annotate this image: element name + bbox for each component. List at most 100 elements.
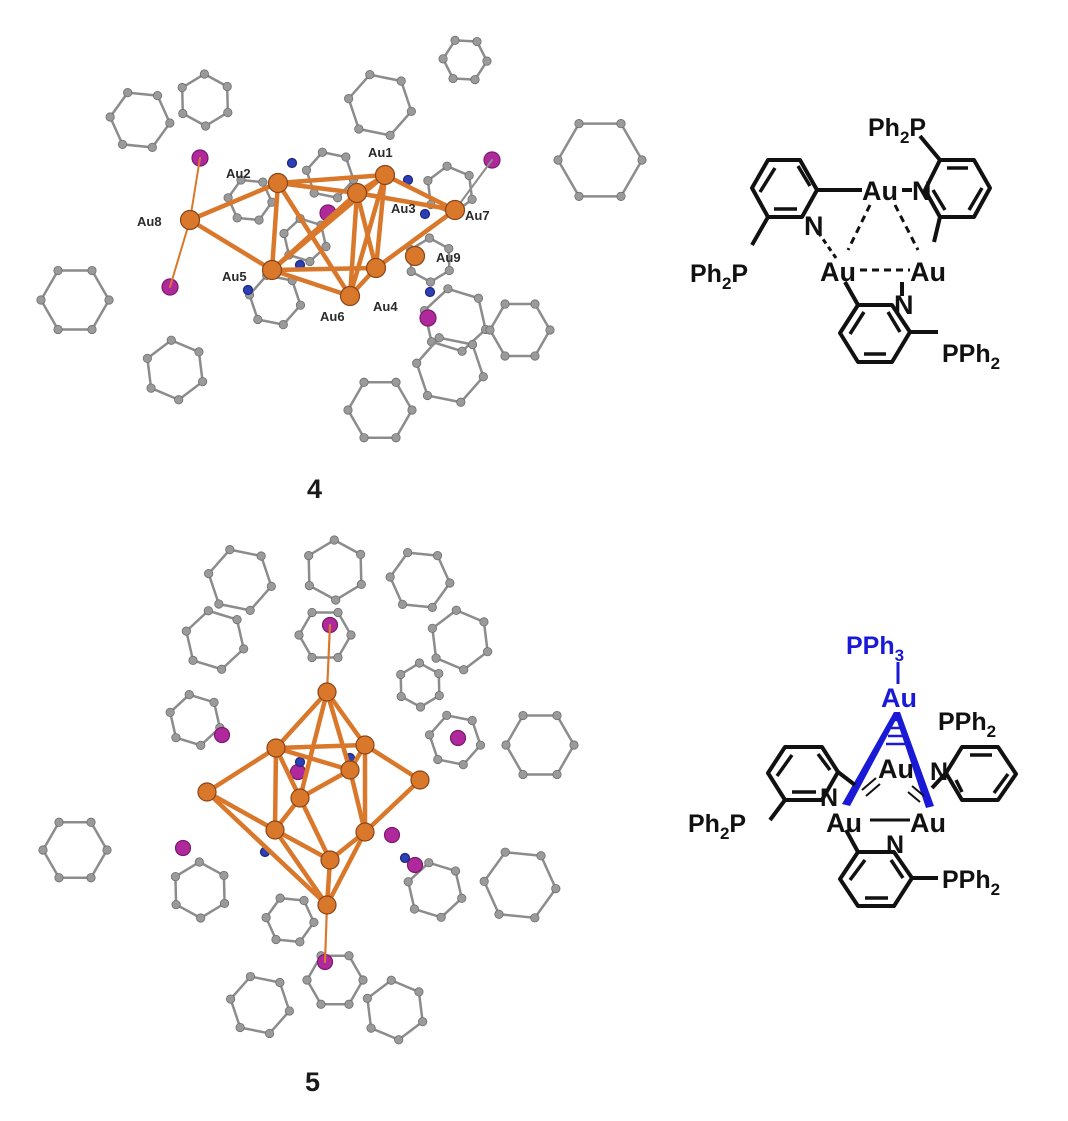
au-au-bond-12 <box>373 172 388 271</box>
au-au-bond-15 <box>347 172 388 299</box>
au-au-bond-19 <box>324 829 368 908</box>
scheme4-top-label: Ph2P <box>868 114 926 147</box>
phenyl-ring-7 <box>142 335 208 405</box>
compound-number-5: 5 <box>305 1067 321 1097</box>
gold-atom-7 <box>444 199 466 221</box>
phenyl-ring-14 <box>301 147 359 203</box>
au-au-bond-16 <box>272 827 333 863</box>
gold-atom-3 <box>346 182 368 204</box>
nitrogen-atom-4 <box>399 852 411 864</box>
phenyl-ring-12 <box>225 971 295 1039</box>
atom-label-au9: Au9 <box>436 250 461 265</box>
crystal-structure-5-svg <box>38 535 579 1045</box>
nitrogen-atom-3 <box>419 208 431 220</box>
au-au-bond-6 <box>204 745 279 795</box>
phenyl-ring-17 <box>261 893 319 947</box>
phenyl-ring-1 <box>204 545 276 615</box>
scheme5-right-bottom-label: PPh2 <box>942 866 1000 899</box>
gold-atom-4 <box>365 257 387 279</box>
nitrogen-atom-1 <box>294 756 306 768</box>
au-au-bond-3 <box>382 172 458 213</box>
phenyl-ring-3 <box>385 548 455 612</box>
au-au-bond-4 <box>275 180 360 196</box>
atom-label-au6: Au6 <box>320 309 345 324</box>
scheme5-left-label: Ph2P <box>688 810 746 843</box>
scheme-5: PPh3 Au <box>680 620 1050 910</box>
au-au-bond-2 <box>324 689 368 748</box>
au-au-bond-22 <box>297 795 333 863</box>
au-au-bond-24 <box>204 789 330 908</box>
scheme5-n-bottom: N <box>886 831 904 859</box>
scheme4-n-bottom: N <box>894 290 914 320</box>
scheme4-au-right: Au <box>910 257 946 287</box>
phenyl-ring-15 <box>479 847 561 923</box>
au-au-bond-7 <box>354 190 379 271</box>
phenyl-ring-5 <box>294 607 356 663</box>
au-au-bond-14 <box>347 767 368 835</box>
phosphorus-atom-2 <box>213 726 231 744</box>
au-au-bond-3 <box>324 689 353 773</box>
phosphorus-atom-4 <box>174 839 192 857</box>
p-au-bond-1 <box>189 157 201 221</box>
gold-atom-11 <box>290 788 310 808</box>
phenyl-ring-8 <box>38 817 112 883</box>
phenyl-ring-12 <box>343 377 417 443</box>
phenyl-ring-5 <box>553 119 647 201</box>
scheme-4: Au N N Au Au N Ph2P Ph2P PPh2 <box>680 100 1040 400</box>
scheme-4-svg: Au N N Au Au N Ph2P Ph2P PPh2 <box>690 114 1000 373</box>
scheme4-au-top: Au <box>862 176 898 206</box>
scheme5-au-right: Au <box>910 808 946 838</box>
p-au-bond-3 <box>454 159 493 211</box>
atom-label-au3: Au3 <box>391 201 416 216</box>
phenyl-ring-11 <box>170 857 230 923</box>
au-au-bond-13 <box>204 789 278 833</box>
gold-atom-9 <box>320 850 340 870</box>
au-au-bond-17 <box>272 827 330 908</box>
phenyl-ring-2 <box>304 535 366 605</box>
crystal-structure-5 <box>0 530 660 1060</box>
phenyl-ring-18 <box>396 658 444 712</box>
scheme4-right-label: PPh2 <box>942 340 1000 373</box>
gold-atom-6 <box>340 760 360 780</box>
gold-atom-10 <box>317 895 337 915</box>
au-au-bond-14 <box>187 217 275 273</box>
au-au-bond-18 <box>275 180 353 299</box>
phenyl-ring-1 <box>105 88 175 152</box>
scheme-5-svg: PPh3 Au <box>688 632 1018 908</box>
compound-number-4: 4 <box>307 474 323 504</box>
p-au-bond-1 <box>325 623 332 694</box>
phenyl-ring-7 <box>501 710 579 780</box>
p-au-bond-2 <box>169 219 191 288</box>
phenyl-ring-6 <box>427 605 493 675</box>
atom-label-au5: Au5 <box>222 269 247 284</box>
phenyl-ring-4 <box>181 606 249 674</box>
atom-label-au7: Au7 <box>465 208 490 223</box>
au-au-bond-12 <box>362 777 423 835</box>
au-au-bond-5 <box>269 180 281 273</box>
phenyl-ring-10 <box>485 299 555 361</box>
scheme5-au-left: Au <box>826 808 862 838</box>
scheme5-apex-ligand: PPh3 <box>846 632 904 665</box>
gold-atom-3 <box>355 735 375 755</box>
phosphorus-atom-3 <box>449 729 467 747</box>
phenyl-ring-14 <box>362 975 428 1045</box>
au-au-bond-1 <box>273 689 330 751</box>
scheme4-n-left: N <box>804 211 824 241</box>
scheme4-au-left: Au <box>820 257 856 287</box>
au-au-bond-5 <box>273 742 368 751</box>
au-au-bond-13 <box>269 267 353 299</box>
au-au-bond-1 <box>275 172 388 186</box>
gold-atom-4 <box>410 770 430 790</box>
gold-atom-2 <box>267 172 289 194</box>
nitrogen-atom-6 <box>424 286 436 298</box>
phenyl-ring-10 <box>424 710 486 770</box>
phosphorus-atom-4 <box>419 309 437 327</box>
gold-atom-7 <box>265 820 285 840</box>
au-au-bond-6 <box>187 180 281 223</box>
au-au-bond-23 <box>273 745 353 773</box>
gold-atom-1 <box>374 164 396 186</box>
phenyl-ring-11 <box>412 333 488 407</box>
phenyl-ring-2 <box>177 69 233 131</box>
